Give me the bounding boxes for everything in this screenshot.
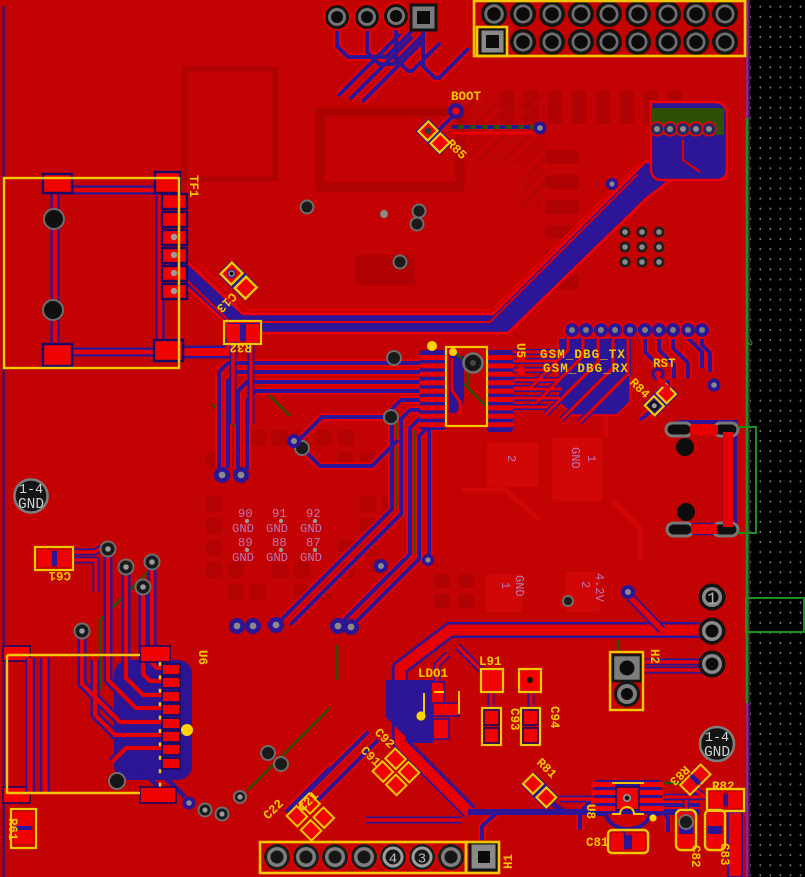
svg-text:GND: GND	[232, 551, 254, 565]
svg-text:H2: H2	[647, 649, 661, 664]
svg-text:R82: R82	[712, 780, 735, 794]
svg-text:LDO1: LDO1	[418, 667, 448, 681]
svg-text:R61: R61	[5, 818, 19, 841]
svg-text:GND: GND	[232, 522, 254, 536]
svg-text:GND: GND	[266, 551, 288, 565]
svg-text:RST: RST	[653, 357, 676, 371]
svg-text:R32: R32	[229, 340, 252, 354]
svg-text:C94: C94	[547, 706, 561, 729]
svg-text:GND: GND	[300, 522, 322, 536]
svg-text:GND: GND	[266, 522, 288, 536]
svg-text:GSM_DBG_RX: GSM_DBG_RX	[543, 362, 629, 376]
svg-text:GND: GND	[568, 447, 582, 469]
svg-text:GND: GND	[512, 575, 526, 597]
svg-text:C83: C83	[717, 843, 731, 866]
svg-text:GND: GND	[300, 551, 322, 565]
svg-text:1: 1	[498, 582, 512, 589]
svg-text:C82: C82	[688, 845, 702, 868]
svg-text:1-4: 1-4	[705, 731, 729, 746]
svg-text:C81: C81	[586, 836, 609, 850]
svg-text:92: 92	[306, 507, 321, 521]
svg-text:4.2V: 4.2V	[592, 573, 606, 603]
svg-text:TF1: TF1	[186, 175, 200, 198]
svg-text:H1: H1	[502, 854, 516, 869]
svg-text:4: 4	[389, 852, 397, 868]
svg-text:88: 88	[272, 536, 287, 550]
svg-text:U8: U8	[583, 804, 597, 819]
svg-text:GND: GND	[704, 745, 730, 761]
svg-text:89: 89	[238, 536, 253, 550]
svg-text:GND: GND	[18, 497, 44, 513]
svg-text:U6: U6	[195, 650, 209, 665]
svg-text:1-4: 1-4	[19, 483, 43, 498]
svg-text:U5: U5	[513, 343, 527, 358]
svg-text:C61: C61	[48, 568, 71, 582]
svg-text:2: 2	[742, 340, 753, 346]
svg-text:GSM_DBG_TX: GSM_DBG_TX	[540, 348, 626, 362]
svg-text:3: 3	[418, 852, 426, 868]
svg-text:90: 90	[238, 507, 253, 521]
svg-text:2: 2	[504, 455, 518, 462]
svg-text:2: 2	[578, 581, 592, 588]
svg-text:1: 1	[707, 591, 717, 610]
svg-text:1: 1	[584, 455, 598, 462]
svg-text:BOOT: BOOT	[451, 90, 482, 104]
svg-text:87: 87	[306, 536, 321, 550]
svg-text:C93: C93	[507, 708, 521, 731]
svg-text:91: 91	[272, 507, 287, 521]
svg-text:L91: L91	[479, 655, 502, 669]
